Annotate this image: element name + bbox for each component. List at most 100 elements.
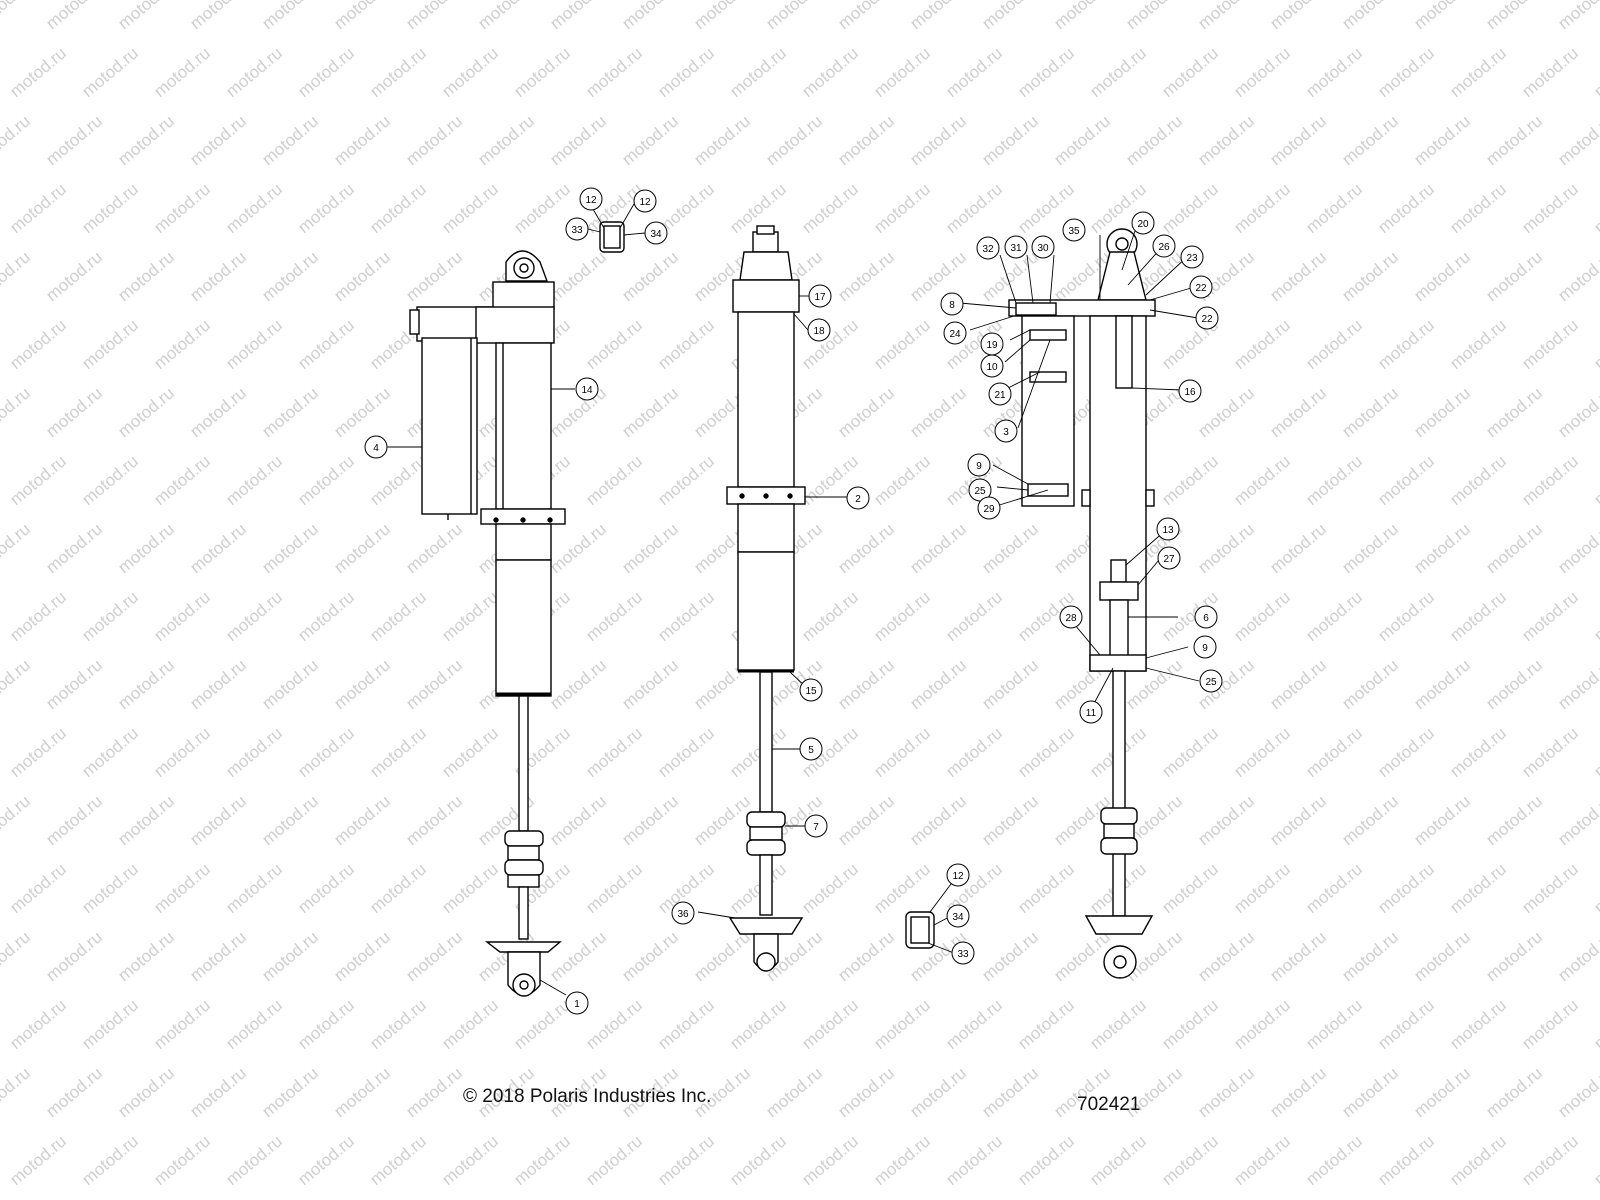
watermark-text: motod.ru (1554, 247, 1600, 305)
watermark-text: motod.ru (726, 995, 790, 1053)
watermark-text: motod.ru (1590, 451, 1600, 509)
watermark-text: motod.ru (186, 383, 250, 441)
callout-23: 23 (1186, 253, 1198, 264)
callout-3: 3 (1003, 427, 1009, 438)
watermark-text: motod.ru (1158, 995, 1222, 1053)
watermark-text: motod.ru (474, 0, 538, 33)
callout-10: 10 (986, 362, 998, 373)
watermark-text: motod.ru (546, 111, 610, 169)
watermark-text: motod.ru (330, 383, 394, 441)
callout-4: 4 (373, 443, 379, 454)
watermark-text: motod.ru (0, 383, 34, 441)
watermark-text: motod.ru (1590, 179, 1600, 237)
callout-32: 32 (982, 244, 994, 255)
watermark-text: motod.ru (1554, 0, 1600, 33)
watermark-text: motod.ru (582, 451, 646, 509)
watermark-text: motod.ru (906, 791, 970, 849)
watermark-text: motod.ru (618, 927, 682, 985)
watermark-text: motod.ru (294, 995, 358, 1053)
watermark-text: motod.ru (1230, 587, 1294, 645)
watermark-text: motod.ru (1446, 179, 1510, 237)
watermark-text: motod.ru (1086, 995, 1150, 1053)
watermark-text: motod.ru (114, 383, 178, 441)
watermark-text: motod.ru (186, 655, 250, 713)
watermark-text: motod.ru (42, 0, 106, 33)
copyright-notice: © 2018 Polaris Industries Inc. (463, 1086, 712, 1107)
watermark-text: motod.ru (1194, 111, 1258, 169)
watermark-text: motod.ru (726, 723, 790, 781)
left-shock-assembly (409, 250, 566, 997)
watermark-text: motod.ru (582, 43, 646, 101)
watermark-text: motod.ru (1302, 451, 1366, 509)
watermark-text: motod.ru (1266, 655, 1330, 713)
callout-12: 12 (952, 871, 964, 882)
bushing-bottom (905, 911, 935, 949)
watermark-text: motod.ru (1014, 995, 1078, 1053)
watermark-text: motod.ru (1194, 0, 1258, 33)
callout-15: 15 (805, 686, 817, 697)
callout-1: 1 (574, 999, 580, 1010)
watermark-text: motod.ru (870, 451, 934, 509)
watermark-text: motod.ru (834, 247, 898, 305)
watermark-text: motod.ru (150, 43, 214, 101)
watermark-text: motod.ru (330, 0, 394, 33)
watermark-text: motod.ru (258, 927, 322, 985)
watermark-text: motod.ru (186, 1063, 250, 1121)
watermark-text: motod.ru (1230, 859, 1294, 917)
watermark-text: motod.ru (1338, 519, 1402, 577)
watermark-text: motod.ru (1590, 1131, 1600, 1189)
watermark-text: motod.ru (1374, 587, 1438, 645)
callout-22: 22 (1201, 314, 1213, 325)
watermark-text: motod.ru (942, 723, 1006, 781)
middle-shock-assembly (726, 225, 806, 972)
watermark-text: motod.ru (978, 791, 1042, 849)
watermark-text: motod.ru (726, 1131, 790, 1189)
cutaway-shock-assembly (1008, 228, 1156, 979)
watermark-text: motod.ru (834, 791, 898, 849)
watermark-text: motod.ru (114, 519, 178, 577)
watermark-text: motod.ru (186, 111, 250, 169)
callout-2: 2 (855, 494, 861, 505)
watermark-text: motod.ru (978, 0, 1042, 33)
watermark-text: motod.ru (834, 111, 898, 169)
watermark-text: motod.ru (1554, 111, 1600, 169)
watermark-text: motod.ru (294, 1131, 358, 1189)
watermark-text: motod.ru (510, 179, 574, 237)
watermark-text: motod.ru (1266, 1063, 1330, 1121)
watermark-text: motod.ru (1338, 111, 1402, 169)
watermark-text: motod.ru (366, 723, 430, 781)
watermark-text: motod.ru (438, 859, 502, 917)
watermark-text: motod.ru (42, 383, 106, 441)
watermark-text: motod.ru (1158, 179, 1222, 237)
watermark-text: motod.ru (78, 43, 142, 101)
callout-7: 7 (813, 822, 819, 833)
watermark-text: motod.ru (1086, 43, 1150, 101)
watermark-text: motod.ru (222, 451, 286, 509)
watermark-text: motod.ru (114, 927, 178, 985)
watermark-text: motod.ru (1482, 927, 1546, 985)
watermark-text: motod.ru (78, 587, 142, 645)
watermark-text: motod.ru (366, 859, 430, 917)
leader-lines (387, 203, 1200, 996)
watermark-text: motod.ru (42, 655, 106, 713)
watermark-text: motod.ru (114, 1063, 178, 1121)
callout-27: 27 (1163, 554, 1175, 565)
watermark-text: motod.ru (1482, 383, 1546, 441)
watermark-text: motod.ru (0, 927, 34, 985)
callout-12: 12 (639, 197, 651, 208)
watermark-text: motod.ru (330, 519, 394, 577)
watermark-text: motod.ru (330, 791, 394, 849)
watermark-text: motod.ru (1518, 587, 1582, 645)
watermark-text: motod.ru (1050, 0, 1114, 33)
watermark-text: motod.ru (42, 1063, 106, 1121)
watermark-text: motod.ru (222, 587, 286, 645)
watermark-text: motod.ru (942, 1131, 1006, 1189)
watermark-text: motod.ru (1518, 43, 1582, 101)
watermark-text: motod.ru (438, 995, 502, 1053)
watermark-text: motod.ru (6, 451, 70, 509)
callout-33: 33 (571, 225, 583, 236)
watermark-text: motod.ru (942, 43, 1006, 101)
watermark-text: motod.ru (1266, 791, 1330, 849)
watermark-text: motod.ru (1590, 859, 1600, 917)
watermark-text: motod.ru (1482, 519, 1546, 577)
